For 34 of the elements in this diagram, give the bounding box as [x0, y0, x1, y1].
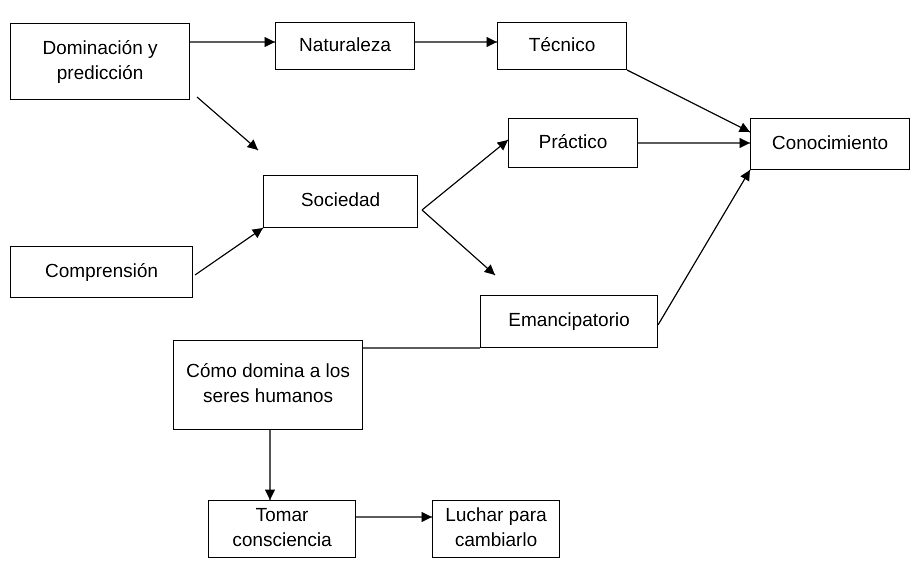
- process-box: [10, 246, 193, 298]
- arrow: [196, 96, 258, 150]
- box-label: Conocimiento: [772, 132, 888, 156]
- connector-line: [363, 347, 480, 349]
- process-box: [208, 500, 356, 558]
- process-box: [497, 22, 627, 70]
- box-label: Sociedad: [300, 189, 380, 214]
- box-label: Comprensión: [45, 260, 158, 284]
- process-box: [275, 22, 415, 70]
- box-label: Luchar para cambiarlo: [444, 504, 548, 553]
- arrow: [190, 36, 275, 48]
- arrow: [657, 170, 751, 326]
- process-box: [480, 295, 658, 348]
- box-label: Práctico: [538, 130, 608, 155]
- arrow: [415, 36, 497, 48]
- box-label: Emancipatorio: [508, 309, 630, 334]
- arrow: [356, 512, 432, 522]
- box-label: Tomar consciencia: [231, 504, 333, 553]
- arrow: [422, 210, 496, 276]
- process-box: [10, 23, 190, 100]
- process-box: [432, 500, 560, 558]
- process-box: [508, 118, 638, 168]
- arrow: [422, 140, 508, 210]
- box-label: Cómo domina a los seres humanos: [185, 360, 351, 409]
- process-box: [173, 340, 363, 430]
- process-box: [750, 118, 910, 170]
- box-label: Dominación y predicción: [41, 36, 159, 86]
- process-box: [263, 175, 418, 228]
- arrow: [638, 138, 750, 148]
- arrow: [264, 430, 276, 500]
- arrow: [194, 227, 264, 276]
- box-label: Técnico: [528, 34, 596, 58]
- arrow: [626, 69, 750, 133]
- box-label: Naturaleza: [299, 34, 391, 58]
